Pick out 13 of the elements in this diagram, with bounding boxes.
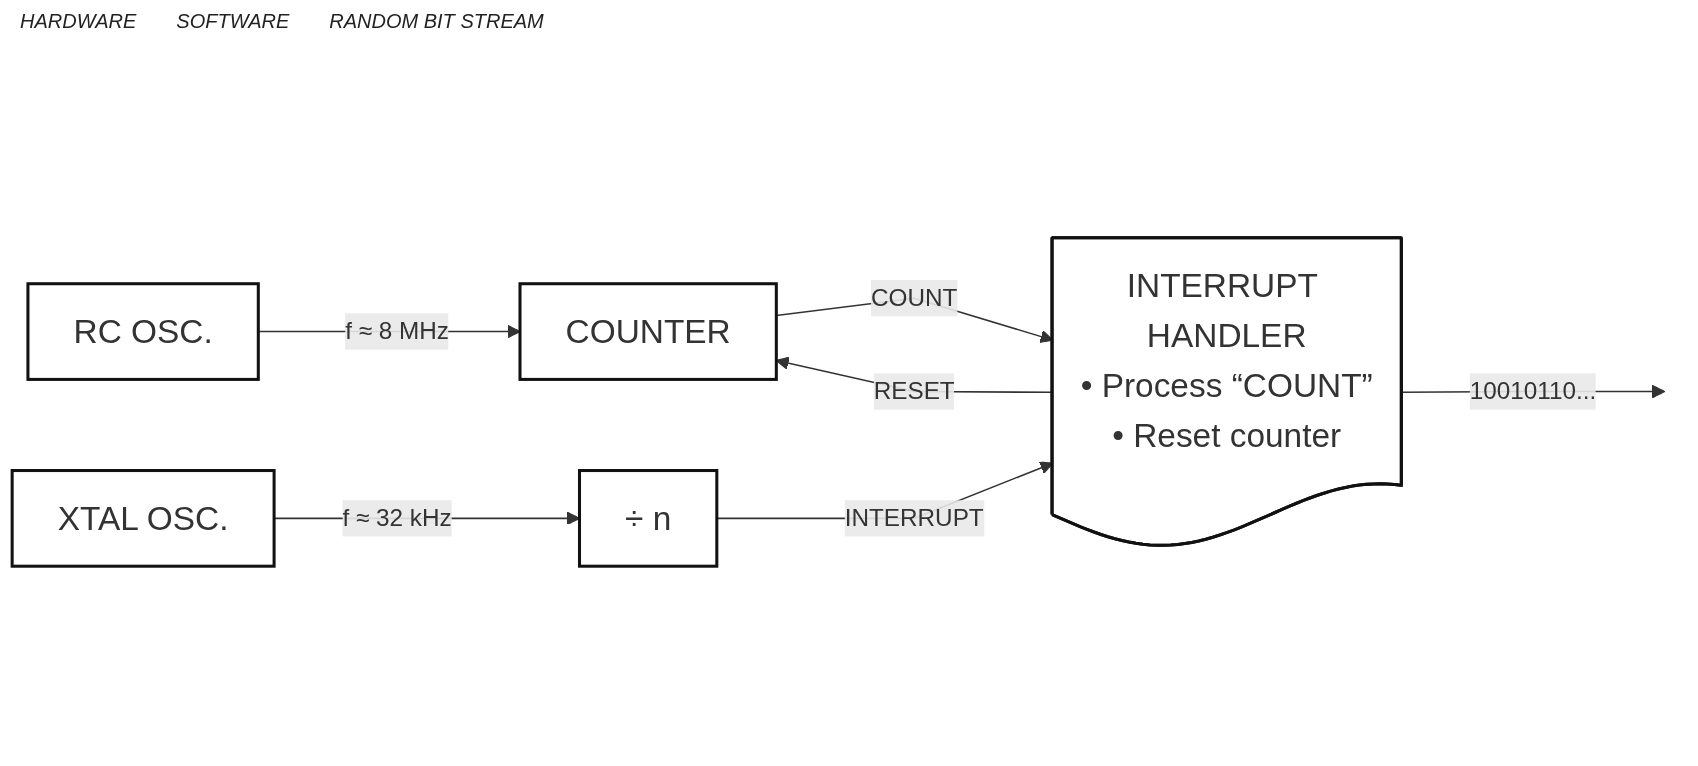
edge-label: 10010110... (1469, 377, 1597, 404)
node-box: ÷ n (578, 469, 719, 568)
node-box: COUNTER (518, 282, 778, 381)
note-label: HARDWARE (20, 9, 137, 33)
edge-label: f ≈ 8 MHz (345, 317, 449, 344)
edge-label: COUNT (870, 284, 958, 311)
node-box: RC OSC. (26, 282, 260, 381)
edge-label: INTERRUPT (844, 504, 984, 531)
note-label: RANDOM BIT STREAM (329, 9, 544, 33)
edge-label: f ≈ 32 kHz (342, 504, 452, 531)
edge-label: RESET (873, 377, 955, 404)
node-box: XTAL OSC. (10, 469, 276, 568)
note-label: SOFTWARE (176, 9, 290, 33)
